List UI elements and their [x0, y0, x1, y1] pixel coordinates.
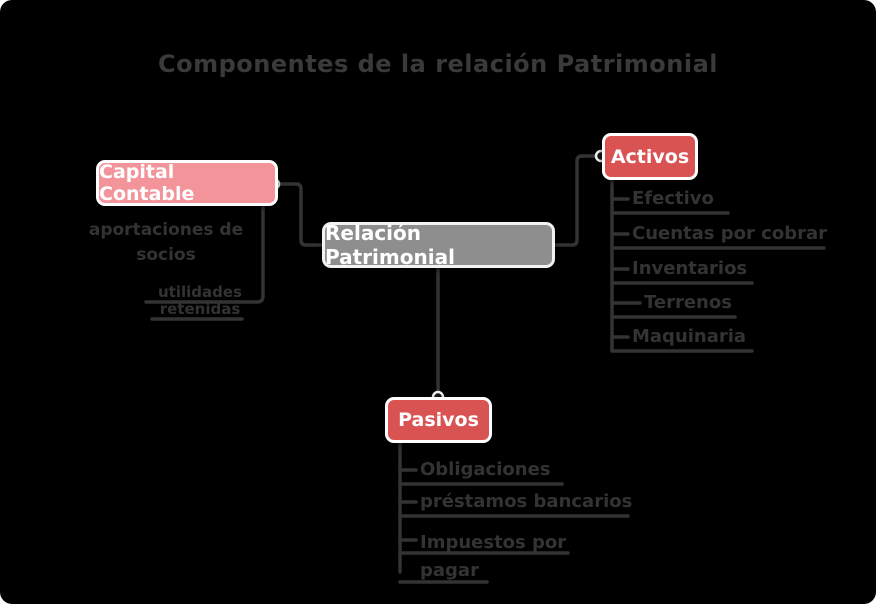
leaf-terrenos: Terrenos: [644, 292, 732, 313]
node-capital-contable: Capital Contable: [96, 160, 278, 206]
edge-center-activos: [553, 154, 602, 247]
node-relacion-patrimonial-label: Relación Patrimonial: [325, 221, 455, 269]
branch-capital: [144, 204, 265, 304]
leaf-line: pagar: [420, 560, 479, 581]
leaf-prestamos-bancarios: préstamos bancarios: [420, 491, 633, 512]
leaf-line: socios: [136, 245, 196, 265]
leaf-line: utilidades: [158, 283, 242, 301]
edge-center-capital: [276, 182, 324, 247]
node-capital-contable-label: Capital Contable: [99, 161, 195, 205]
node-pasivos-label: Pasivos: [398, 409, 479, 431]
leaf-inventarios: Inventarios: [632, 258, 748, 279]
leaf-maquinaria: Maquinaria: [632, 326, 747, 347]
leaf-line: retenidas: [159, 300, 241, 318]
node-activos-label: Activos: [610, 145, 690, 168]
leaf-cuentas-por-cobrar: Cuentas por cobrar: [632, 223, 827, 244]
leaf-obligaciones: Obligaciones: [420, 459, 551, 480]
node-relacion-patrimonial: Relación Patrimonial: [322, 221, 555, 269]
node-activos: Activos: [602, 133, 698, 180]
leaf-line: Impuestos por: [420, 532, 567, 553]
leaf-efectivo: Efectivo: [632, 188, 714, 209]
node-pasivos: Pasivos: [385, 397, 492, 443]
leaf-aportaciones-de-socios: aportaciones de socios: [76, 218, 256, 268]
diagram-title: Componentes de la relación Patrimonial: [157, 50, 719, 78]
leaf-impuestos-por-pagar: Impuestos por pagar: [420, 529, 600, 585]
leaf-line: aportaciones de: [88, 220, 244, 240]
leaf-utilidades-retenidas: utilidades retenidas: [140, 284, 260, 318]
